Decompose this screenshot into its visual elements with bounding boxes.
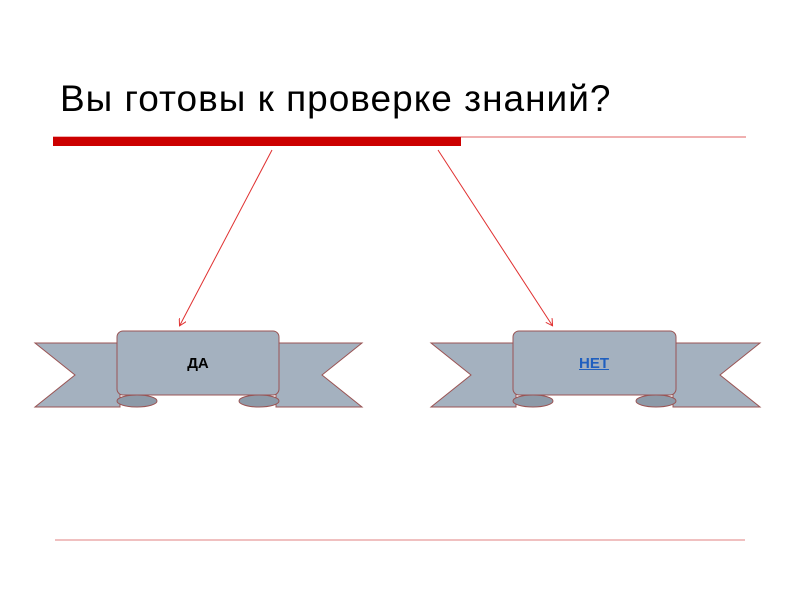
arrow-to-yes: [180, 149, 273, 325]
ribbon-no[interactable]: [429, 330, 762, 408]
slide-title: Вы готовы к проверке знаний?: [60, 78, 612, 119]
arrow-to-no: [437, 149, 552, 325]
no-link[interactable]: НЕТ: [579, 355, 609, 372]
title-underline-bar: [53, 137, 461, 146]
ribbon-yes[interactable]: [33, 330, 364, 408]
yes-button[interactable]: ДА: [187, 355, 209, 372]
